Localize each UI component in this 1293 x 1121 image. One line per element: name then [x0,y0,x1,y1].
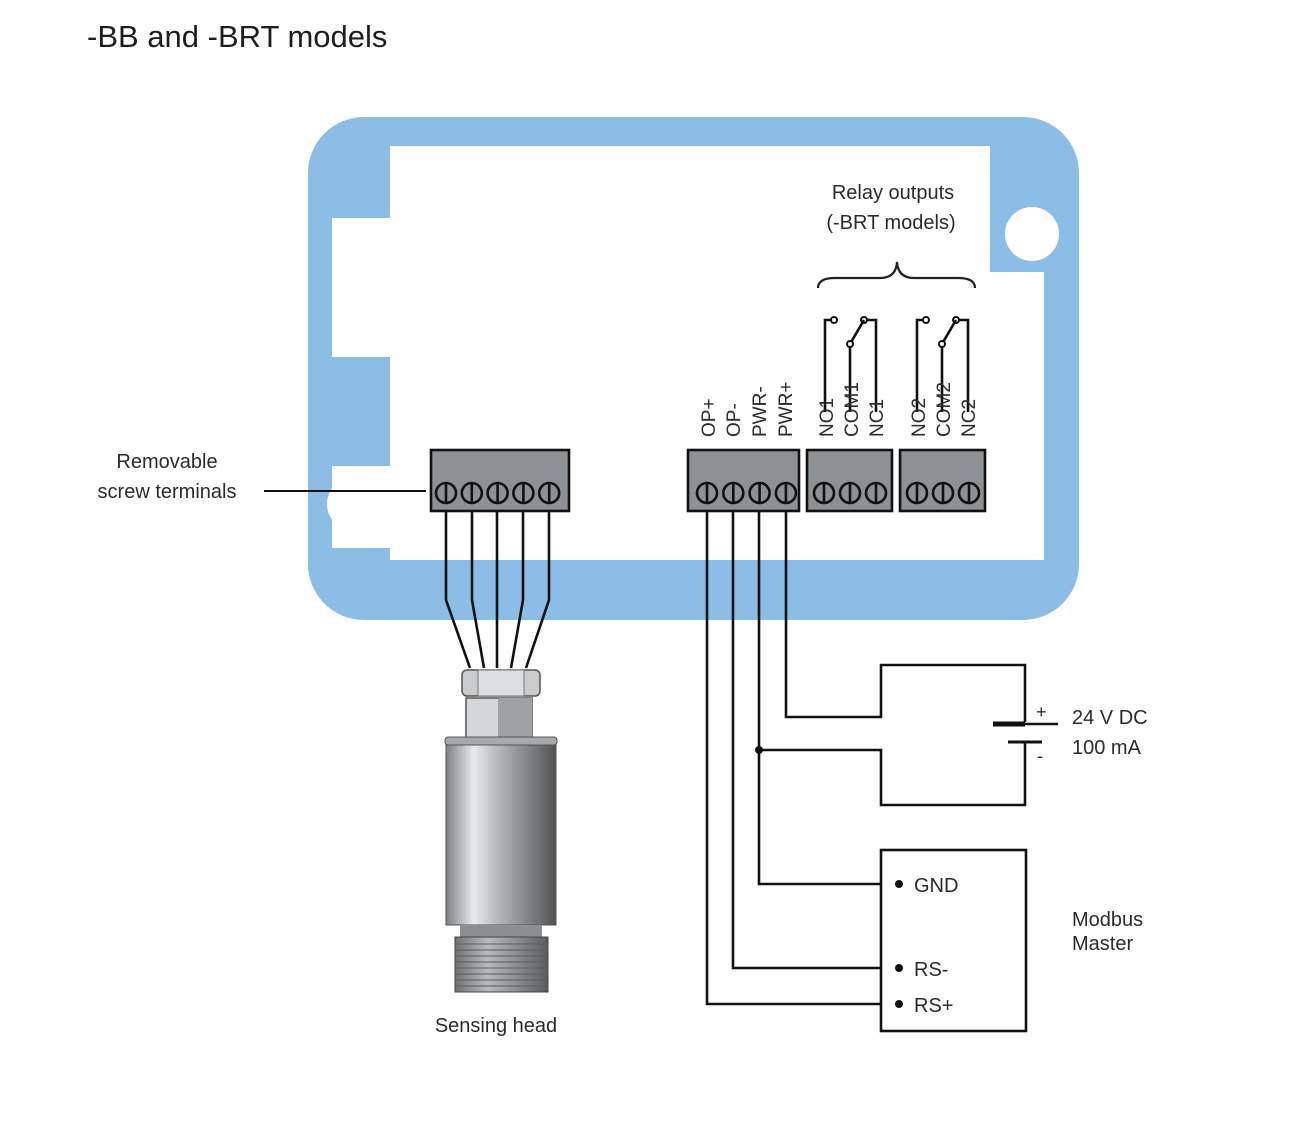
modbus-master-box [879,848,1028,1033]
pin-label-nc1: NC1 [867,399,888,437]
pin-label-op-plus: OP+ [699,398,720,437]
pin-label-no2: NO2 [909,398,930,437]
wire-op-plus-to-rs-plus [705,511,897,1006]
mounting-hole [327,477,381,531]
pin-label-pwr-minus: PWR- [750,386,771,437]
brace [816,261,977,289]
enclosure [308,117,1079,620]
terminals-label: Removable [116,451,217,473]
relay-outputs-sublabel: (-BRT models) [826,212,955,234]
pin-label-no1: NO1 [817,398,838,437]
modbus-pin-rs-plus: RS+ [914,995,953,1017]
sensing-head-label: Sensing head [435,1015,557,1037]
minus-sign: - [1037,746,1043,766]
relay-outputs-label: Relay outputs [832,182,954,204]
terminals-sublabel: screw terminals [98,481,237,503]
wire-pwr-minus-to-supply [759,742,1027,807]
wire-pwr-minus-to-gnd [757,511,897,886]
mounting-hole [1005,207,1059,261]
page-title: -BB and -BRT models [87,19,387,54]
wire-op-minus-to-rs-minus [731,511,897,970]
battery-symbol [993,721,1058,744]
pin-label-com2: COM2 [934,382,955,437]
supply-current: 100 mA [1072,737,1142,759]
sensing-head [444,669,558,993]
pin-labels: OP+ OP- PWR- PWR+ NO1 COM1 NC1 NO2 COM2 … [699,382,980,437]
output-wiring [705,511,1027,1006]
relay-2-symbol [915,316,970,412]
pin-label-nc2: NC2 [959,399,980,437]
plus-sign: + [1036,702,1047,722]
wire-pwr-plus-to-supply [784,511,1027,722]
modbus-pin-gnd: GND [914,875,958,897]
modbus-label: Modbus [1072,909,1143,931]
relay-1-symbol [823,316,878,412]
supply-voltage: 24 V DC [1072,707,1148,729]
sensor-cable [444,511,551,669]
pin-label-pwr-plus: PWR+ [776,382,797,437]
modbus-sublabel: Master [1072,933,1133,955]
pin-label-com1: COM1 [842,382,863,437]
modbus-pin-rs-minus: RS- [914,959,948,981]
pin-label-op-minus: OP- [724,403,745,437]
